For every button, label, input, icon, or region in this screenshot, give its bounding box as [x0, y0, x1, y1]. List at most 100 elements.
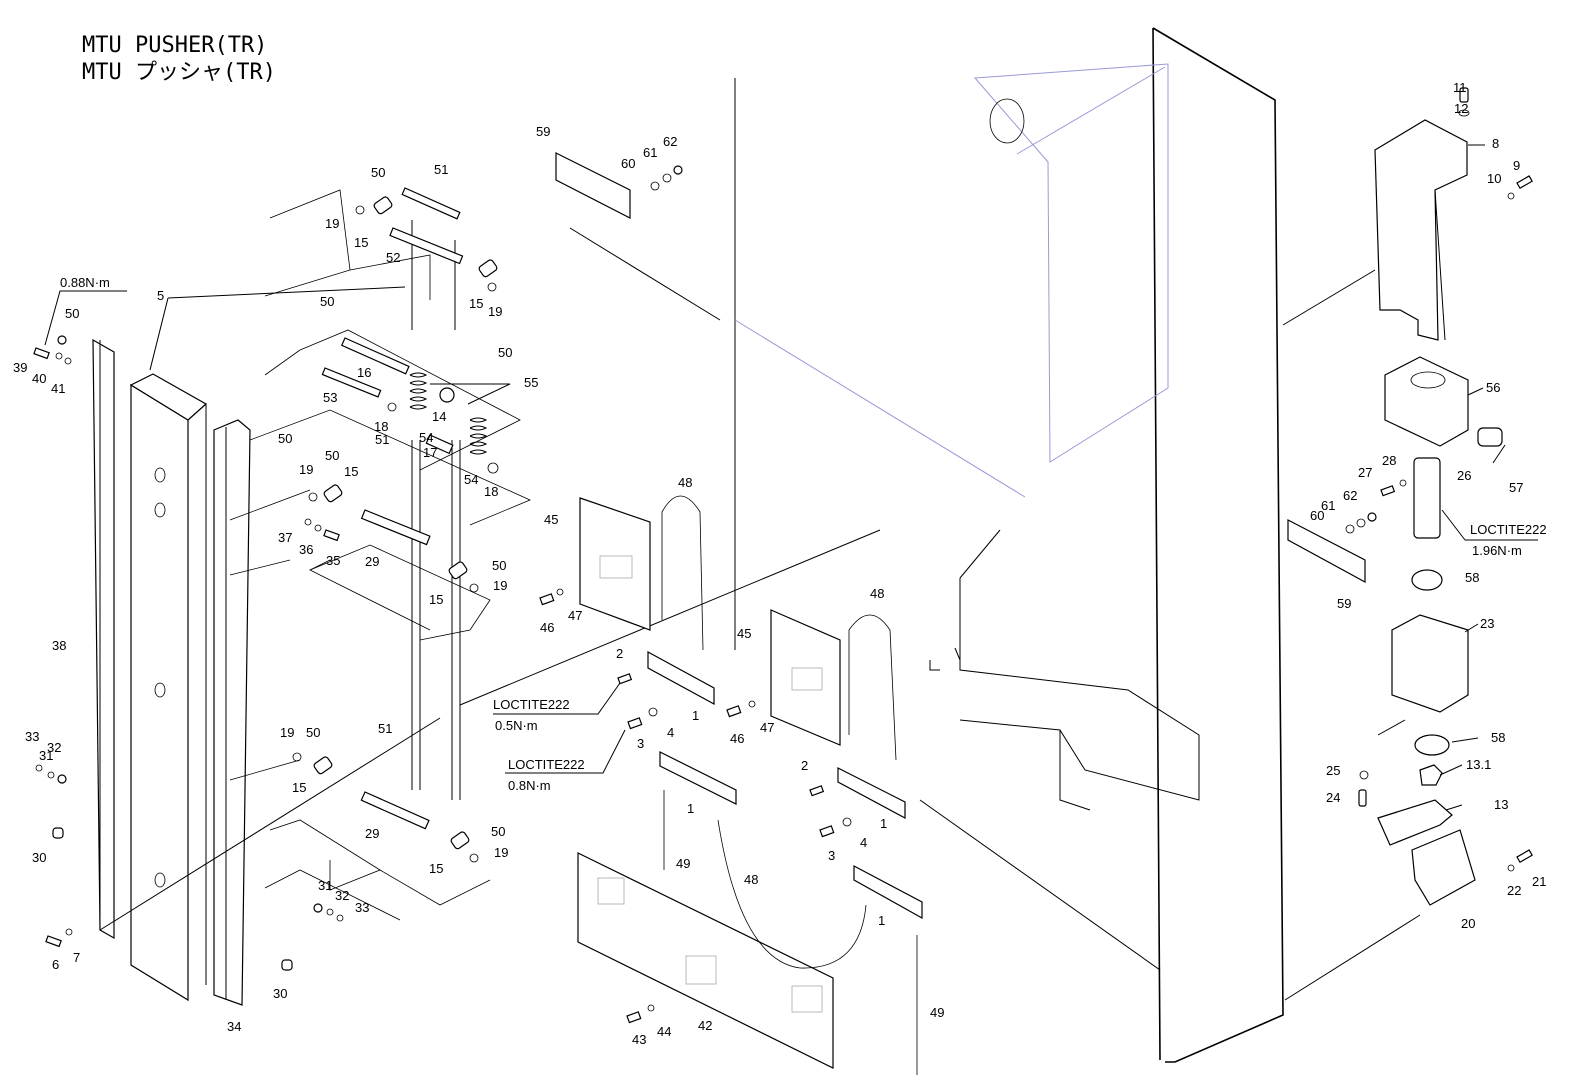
callout-19: 19: [494, 845, 508, 860]
callout-10: 10: [1487, 171, 1501, 186]
callout-45: 45: [737, 626, 751, 641]
note-torque-088: 0.88N·m: [60, 275, 110, 290]
callout-61: 61: [643, 145, 657, 160]
callout-48: 48: [870, 586, 884, 601]
callout-62: 62: [663, 134, 677, 149]
callout-5: 5: [157, 288, 164, 303]
callout-3: 3: [637, 736, 644, 751]
callout-59: 59: [1337, 596, 1351, 611]
callout-3: 3: [828, 848, 835, 863]
callout-38: 38: [52, 638, 66, 653]
callout-23: 23: [1480, 616, 1494, 631]
callout-62: 62: [1343, 488, 1357, 503]
pneumatic-assembly: [555, 119, 1503, 1001]
callout-51: 51: [378, 721, 392, 736]
callout-61: 61: [1321, 498, 1335, 513]
callout-46: 46: [730, 731, 744, 746]
callout-24: 24: [1326, 790, 1340, 805]
callout-9: 9: [1513, 158, 1520, 173]
note-torque-05: 0.5N·m: [495, 718, 538, 733]
callout-47: 47: [568, 608, 582, 623]
bar-38: [92, 338, 115, 940]
callout-48: 48: [678, 475, 692, 490]
callout-39: 39: [13, 360, 27, 375]
callout-30: 30: [32, 850, 46, 865]
callout-58: 58: [1465, 570, 1479, 585]
callout-29: 29: [365, 554, 379, 569]
callout-20: 20: [1461, 916, 1475, 931]
callout-50: 50: [325, 448, 339, 463]
fasteners: [33, 87, 1533, 1024]
callout-27: 27: [1358, 465, 1372, 480]
callout-50: 50: [371, 165, 385, 180]
callout-52: 52: [386, 250, 400, 265]
callout-19: 19: [488, 304, 502, 319]
callout-34: 34: [227, 1019, 241, 1034]
note-loctite-a: LOCTITE222: [493, 697, 570, 712]
callout-50: 50: [320, 294, 334, 309]
callout-7: 7: [73, 950, 80, 965]
callout-4: 4: [667, 725, 674, 740]
callout-30: 30: [273, 986, 287, 1001]
callout-15: 15: [429, 592, 443, 607]
callout-46: 46: [540, 620, 554, 635]
callout-60: 60: [621, 156, 635, 171]
callout-13: 13: [1494, 797, 1508, 812]
callout-15: 15: [469, 296, 483, 311]
main-frame-plate: [734, 27, 1284, 1063]
callout-50: 50: [65, 306, 79, 321]
callout-55: 55: [524, 375, 538, 390]
callout-54: 54: [464, 472, 478, 487]
callout-57: 57: [1509, 480, 1523, 495]
callout-50: 50: [492, 558, 506, 573]
callout-14: 14: [432, 409, 446, 424]
callout-56: 56: [1486, 380, 1500, 395]
callout-28: 28: [1382, 453, 1396, 468]
note-torque-08: 0.8N·m: [508, 778, 551, 793]
callout-15: 15: [429, 861, 443, 876]
title-japanese: MTU プッシャ(TR): [82, 60, 276, 85]
callout-22: 22: [1507, 883, 1521, 898]
callout-1: 1: [880, 816, 887, 831]
note-torque-196: 1.96N·m: [1472, 543, 1522, 558]
callout-19: 19: [325, 216, 339, 231]
callout-48: 48: [744, 872, 758, 887]
callout-25: 25: [1326, 763, 1340, 778]
side-plate-5: [129, 373, 208, 1002]
shafts-and-pins: [292, 187, 499, 863]
callout-8: 8: [1492, 136, 1499, 151]
callout-18: 18: [374, 419, 388, 434]
callout-43: 43: [632, 1032, 646, 1047]
callout-15: 15: [344, 464, 358, 479]
callout-6: 6: [52, 957, 59, 972]
callout-50: 50: [278, 431, 292, 446]
callout-17: 17: [423, 445, 437, 460]
callout-33: 33: [25, 729, 39, 744]
leader-lines: [44, 144, 1538, 811]
callout-19: 19: [280, 725, 294, 740]
callout-2: 2: [616, 646, 623, 661]
callout-29: 29: [365, 826, 379, 841]
callout-1: 1: [692, 708, 699, 723]
callout-51: 51: [375, 432, 389, 447]
callout-50: 50: [491, 824, 505, 839]
callout-37: 37: [278, 530, 292, 545]
callout-49: 49: [676, 856, 690, 871]
callout-15: 15: [354, 235, 368, 250]
callout-12: 12: [1454, 101, 1468, 116]
callout-33: 33: [355, 900, 369, 915]
callout-1: 1: [687, 801, 694, 816]
exploded-plates: [99, 189, 881, 931]
callout-53: 53: [323, 390, 337, 405]
note-loctite-b: LOCTITE222: [508, 757, 585, 772]
callout-58: 58: [1491, 730, 1505, 745]
callout-11: 11: [1453, 80, 1467, 95]
note-loctite-c: LOCTITE222: [1470, 522, 1547, 537]
callout-50: 50: [306, 725, 320, 740]
callout-45: 45: [544, 512, 558, 527]
roller-blocks: [313, 196, 498, 850]
callout-2: 2: [801, 758, 808, 773]
callout-54: 54: [419, 430, 433, 445]
